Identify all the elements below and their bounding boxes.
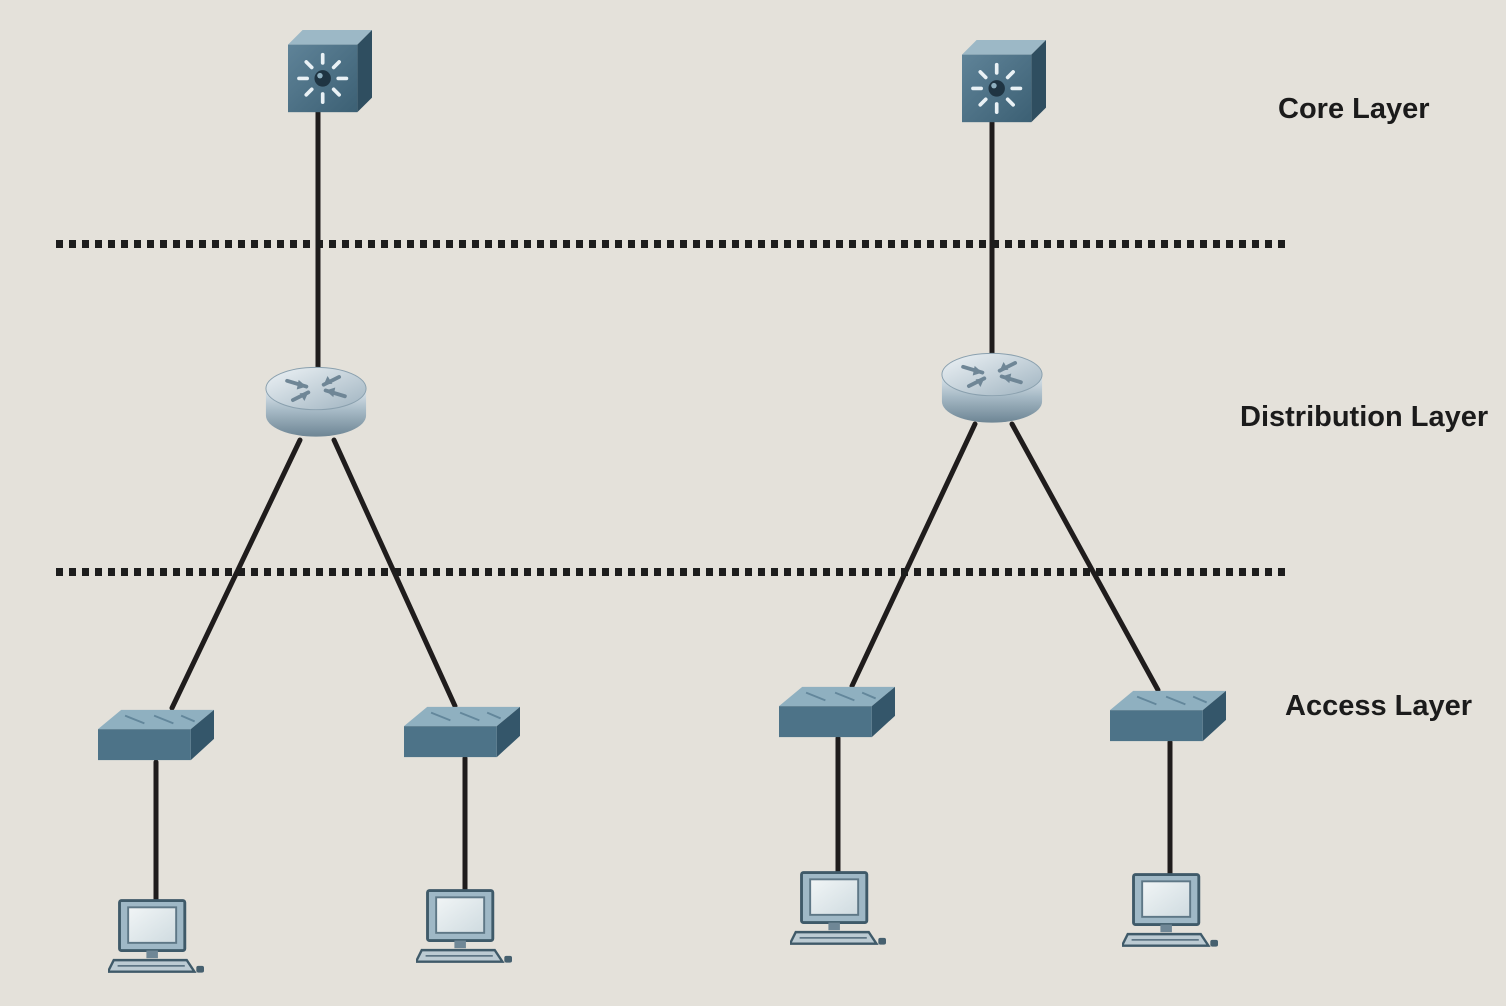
pc-3-pc-icon — [790, 871, 886, 947]
acc-3-switch-icon — [779, 685, 895, 739]
pc-4-pc-icon — [1122, 873, 1218, 949]
label-distribution-layer: Distribution Layer — [1240, 401, 1488, 433]
link-dist-right-to-acc-3 — [849, 421, 978, 689]
link-dist-right-to-acc-4 — [1009, 421, 1161, 693]
pc-1-pc-icon — [108, 899, 204, 975]
label-core-layer: Core Layer — [1278, 93, 1430, 125]
acc-1-switch-icon — [98, 708, 214, 762]
link-dist-left-to-acc-1 — [169, 437, 303, 711]
dist-left-router-icon — [264, 365, 368, 439]
pc-2-pc-icon — [416, 889, 512, 965]
acc-2-switch-icon — [404, 705, 520, 759]
link-lines — [153, 107, 1173, 907]
core-right-multilayer-switch-icon — [962, 38, 1046, 125]
core-left-multilayer-switch-icon — [288, 28, 372, 115]
acc-4-switch-icon — [1110, 689, 1226, 743]
dist-right-router-icon — [940, 351, 1044, 425]
label-access-layer: Access Layer — [1285, 690, 1472, 722]
